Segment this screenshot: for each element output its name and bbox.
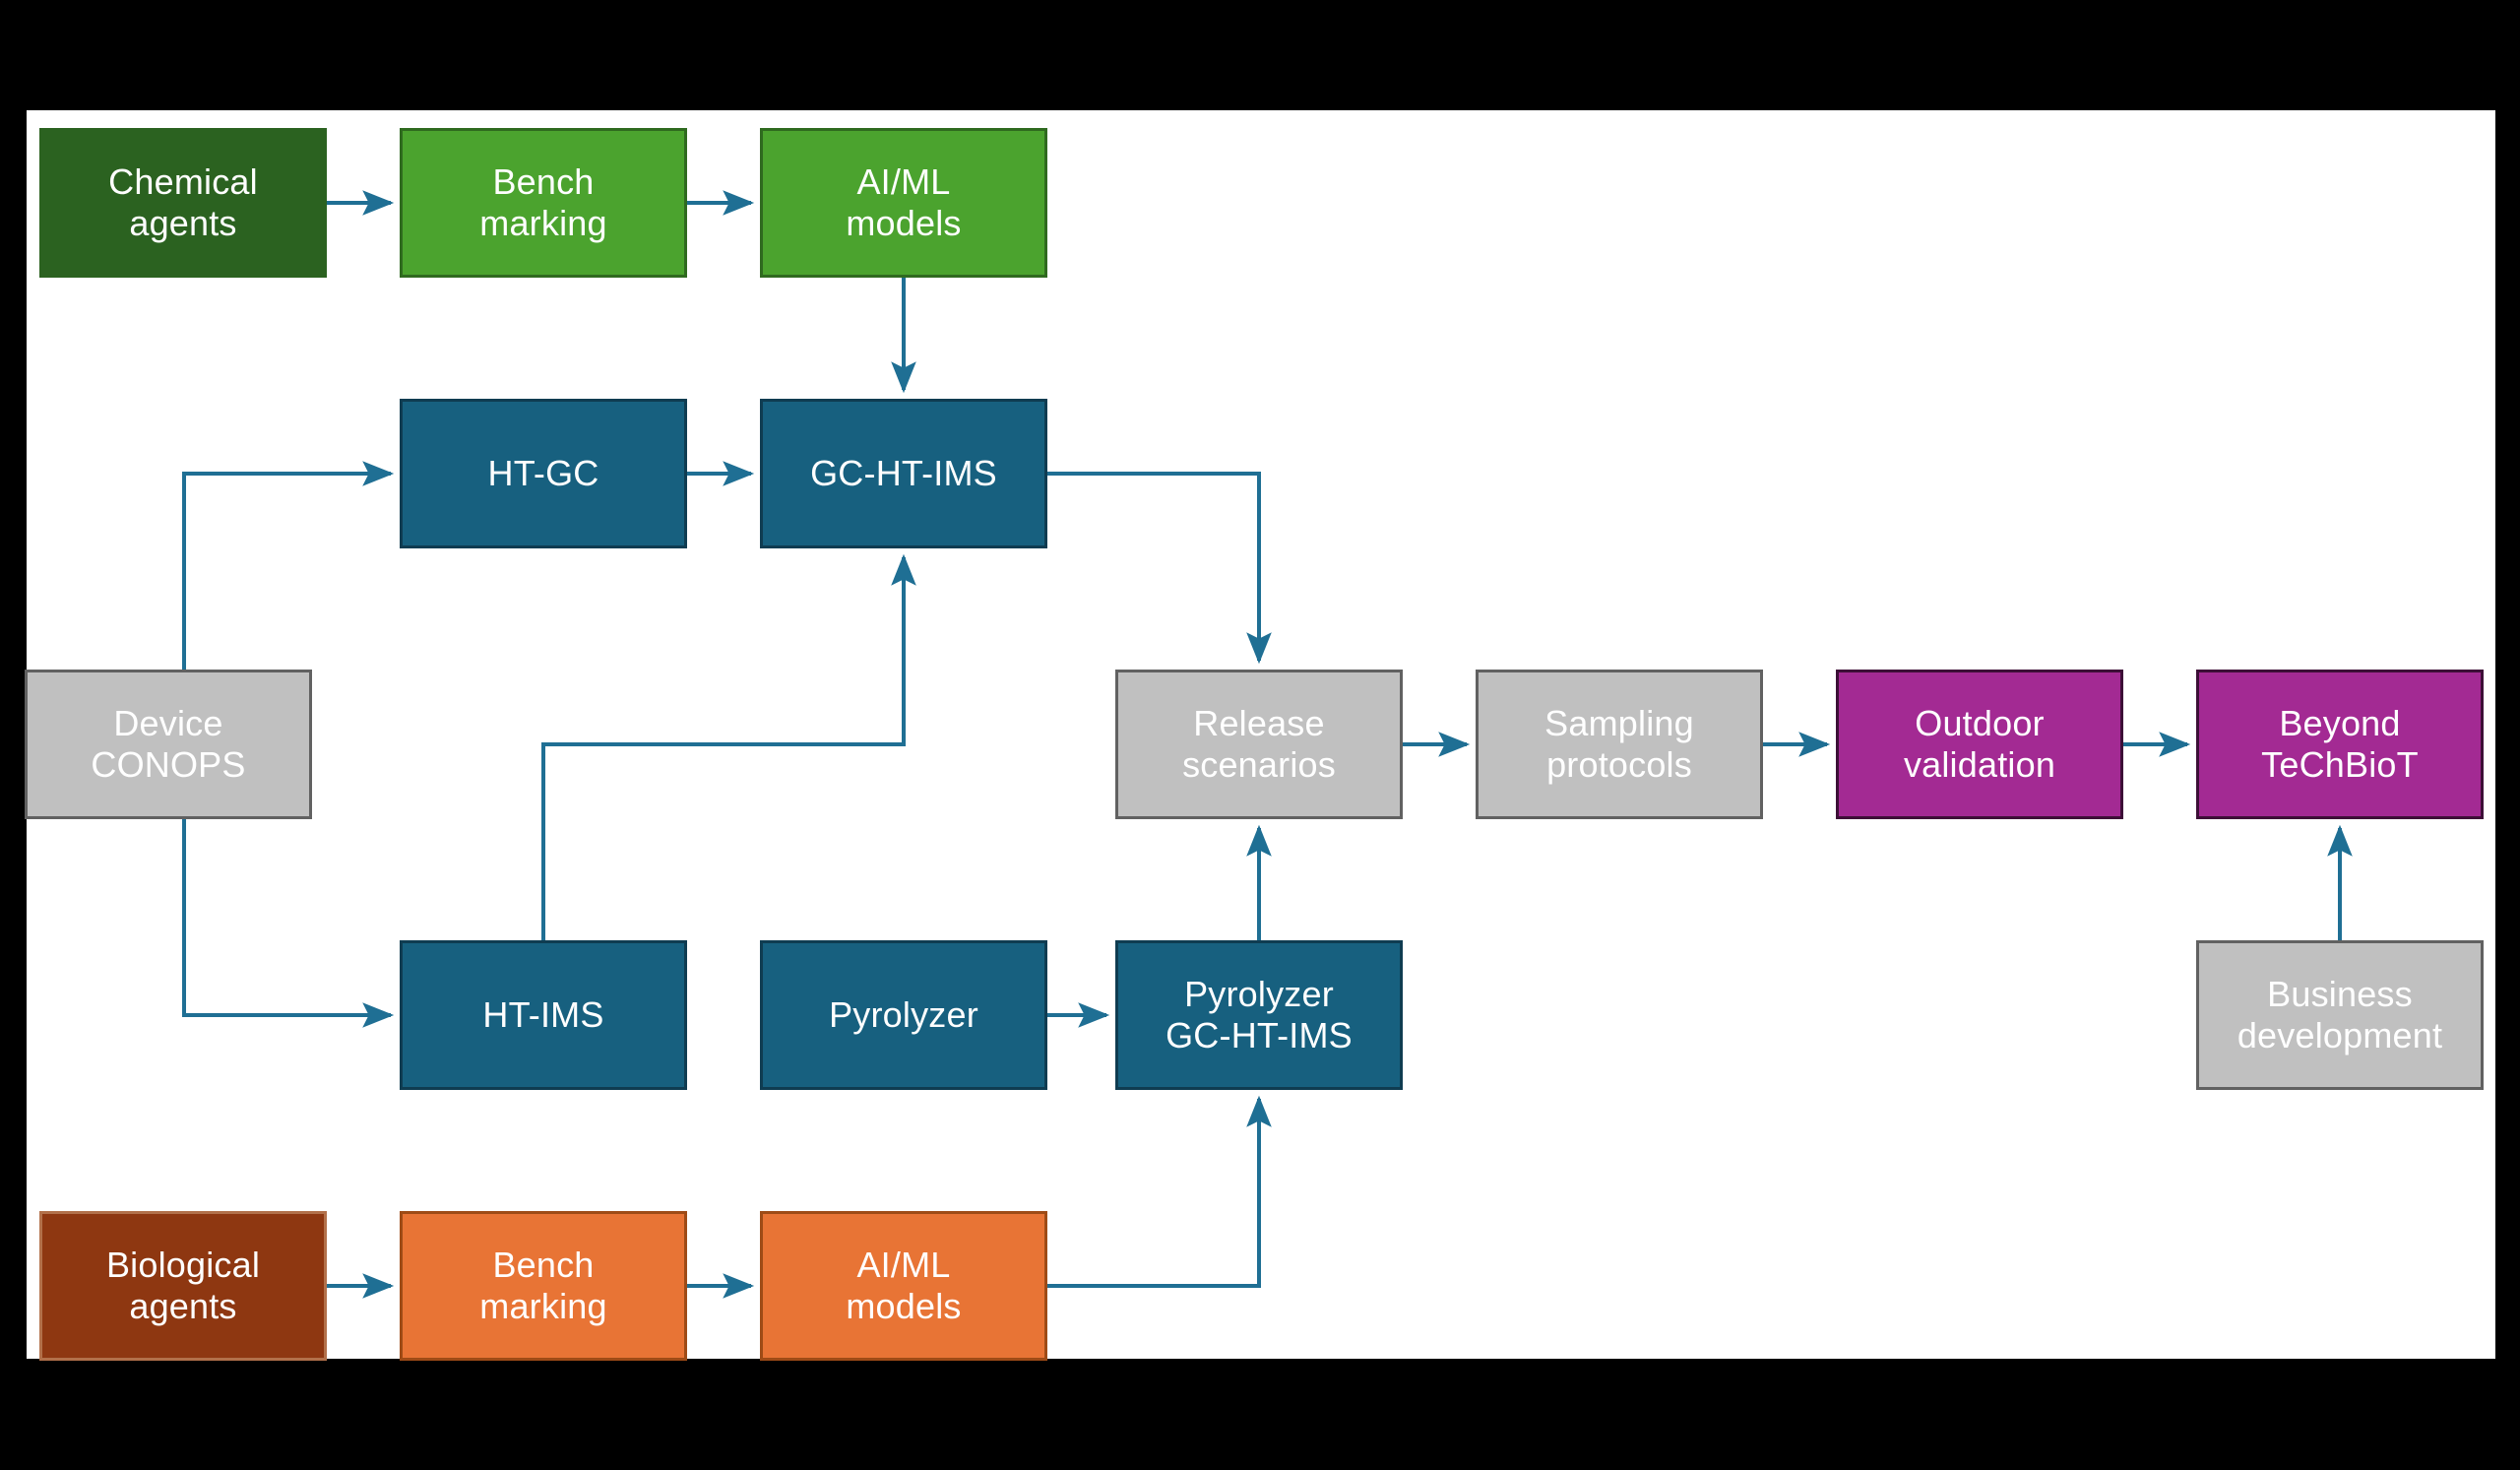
connector-ai-ml-models-bio-to-pyrolyzer-gc-ht-ims bbox=[1047, 1095, 1272, 1288]
connector-gc-ht-ims-to-release-scenarios bbox=[1047, 472, 1272, 665]
node-ht-gc[interactable]: HT-GC bbox=[400, 399, 687, 548]
node-label-ht-ims: HT-IMS bbox=[482, 993, 604, 1035]
connector-device-conops-to-ht-gc bbox=[182, 461, 395, 670]
node-gc-ht-ims[interactable]: GC-HT-IMS bbox=[760, 399, 1047, 548]
node-label-ht-gc: HT-GC bbox=[487, 452, 599, 493]
connector-device-conops-to-ht-ims bbox=[182, 819, 395, 1028]
node-label-gc-ht-ims: GC-HT-IMS bbox=[810, 452, 997, 493]
node-pyrolyzer[interactable]: Pyrolyzer bbox=[760, 940, 1047, 1090]
node-ht-ims[interactable]: HT-IMS bbox=[400, 940, 687, 1090]
connector-ht-ims-to-gc-ht-ims bbox=[541, 553, 916, 940]
node-label-pyrolyzer: Pyrolyzer bbox=[829, 993, 978, 1035]
connector-layer bbox=[182, 190, 2353, 1299]
